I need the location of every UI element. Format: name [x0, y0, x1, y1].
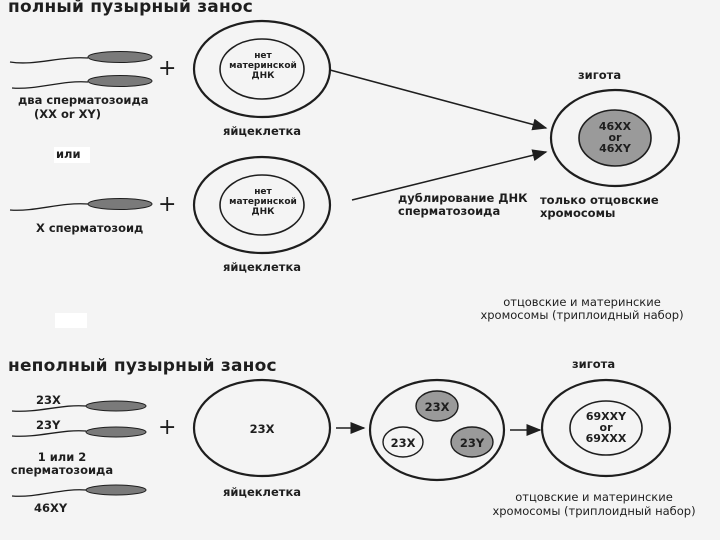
egg-cell-1 [192, 19, 332, 119]
sperm-23y-label: 23Y [36, 418, 61, 432]
egg-content-23x: 23X [249, 422, 275, 436]
zygote-complete [549, 88, 681, 188]
two-sperm-label: два сперматозоида [18, 93, 149, 107]
plus-sign-2: + [158, 192, 177, 217]
or-label: или [56, 147, 81, 161]
title-complete-mole: полный пузырный занос [8, 0, 254, 17]
plus-sign-1: + [158, 56, 177, 81]
x-sperm-label: X сперматозоид [36, 221, 144, 235]
sperm-46xy-label: 46XY [34, 501, 68, 515]
no-maternal-dna-1: нет материнской ДНК [229, 51, 297, 81]
sperm-23x-label: 23X [36, 393, 61, 407]
arrow-egg1-to-zygote [329, 69, 548, 131]
sperm-46xy [11, 484, 147, 497]
paternal-only-label: только отцовские хромосомы [540, 193, 659, 220]
arrow-egg2-to-zygote [351, 149, 548, 201]
sperm-1 [9, 51, 153, 64]
sperm-23x [11, 400, 147, 412]
plus-sign-3: + [158, 415, 177, 440]
zygote-label-1: зигота [578, 68, 622, 82]
white-box [54, 147, 90, 163]
pronucleus-23x-left: 23X [390, 436, 416, 450]
both-chromosomes-label-1: отцовские и материнские хромосомы (трипл… [480, 295, 684, 322]
egg-label-2: яйцеклетка [222, 260, 302, 274]
both-chromosomes-label-2: отцовские и материнские хромосомы (трипл… [492, 490, 696, 518]
egg-label-3: яйцеклетка [222, 485, 302, 499]
egg-cell-3 [192, 378, 332, 478]
zygote-karyotype-partial: 69XXY or 69XXX [585, 410, 627, 445]
no-maternal-dna-2: нет материнской ДНК [229, 187, 297, 217]
sperm-x [9, 198, 153, 211]
egg-cell-2 [192, 155, 332, 255]
title-partial-mole: неполный пузырный занос [8, 356, 277, 376]
dna-duplication-label: дублирование ДНК сперматозоида [398, 191, 528, 218]
zygote-label-2: зигота [572, 357, 616, 371]
egg-label-1: яйцеклетка [222, 124, 302, 138]
fertilized-egg [368, 378, 506, 482]
zygote-karyotype-complete: 46XX or 46XY [598, 120, 632, 155]
pronucleus-23x-top: 23X [424, 400, 450, 414]
pronucleus-23y-right: 23Y [459, 436, 485, 450]
two-sperm-subtitle: (XX or XY) [34, 107, 102, 121]
sperm-23y [11, 426, 147, 438]
sperm-2 [11, 75, 153, 89]
sperm-count-label: 1 или 2 сперматозоида [10, 450, 114, 477]
zygote-partial [540, 378, 672, 478]
white-box-2 [55, 313, 87, 328]
